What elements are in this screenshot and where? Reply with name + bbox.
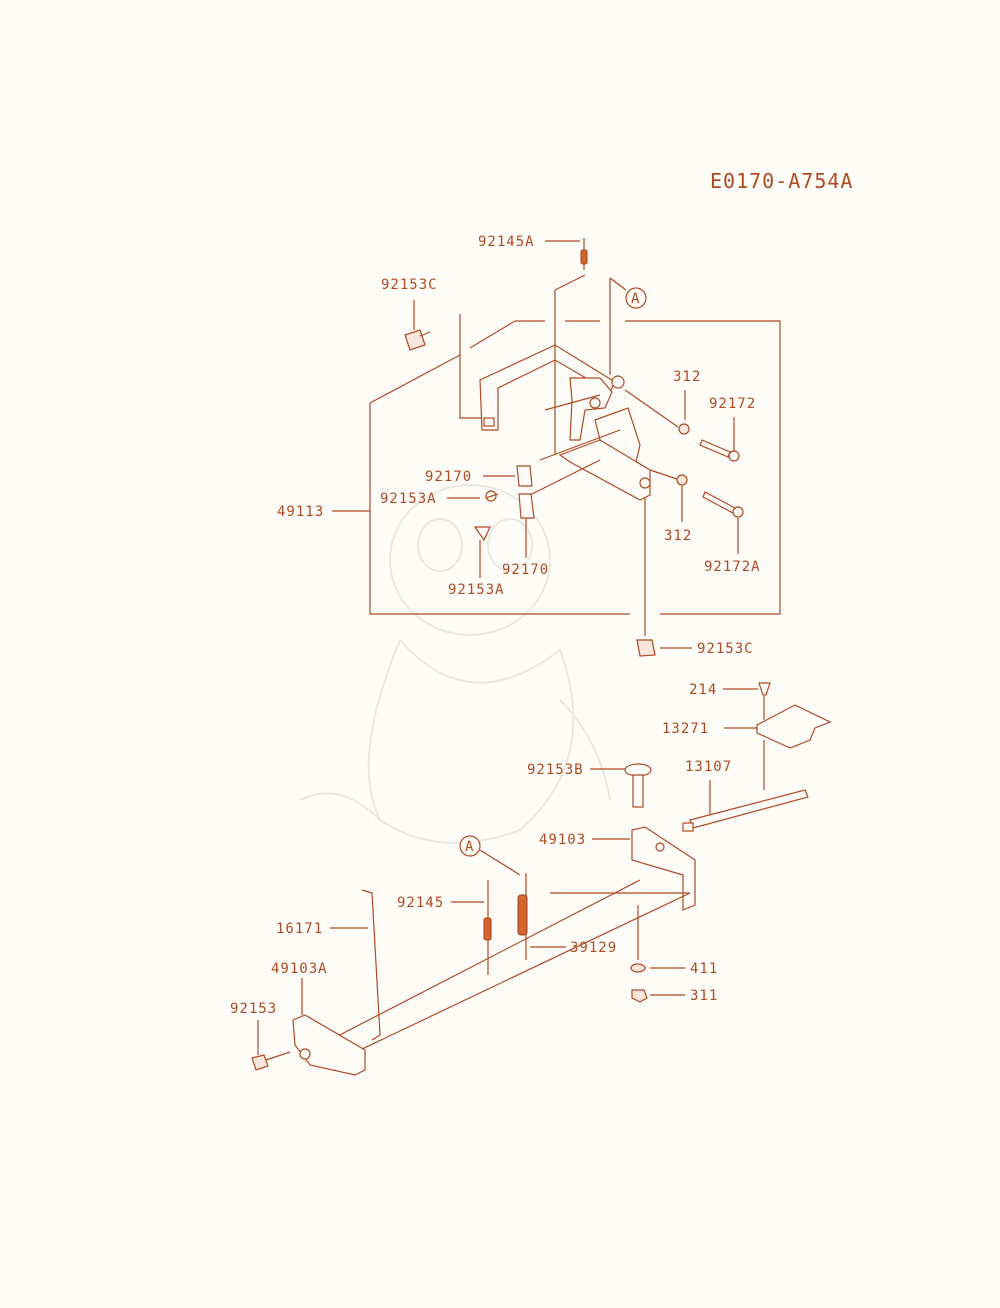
ref-marker-a: A (631, 291, 640, 307)
nut-312-lower (676, 474, 688, 486)
spring-coil-top (580, 249, 588, 265)
washer-411 (630, 963, 646, 973)
lever-pivot (611, 375, 625, 389)
label-13107: 13107 (685, 759, 732, 775)
nut-312-upper (678, 423, 690, 435)
lever-arm (544, 394, 601, 411)
label-411: 411 (690, 961, 718, 977)
shaft-end (682, 822, 694, 832)
label-92145: 92145 (397, 895, 444, 911)
spring-39129 (517, 894, 528, 936)
bolt-92153C-bottom (636, 639, 656, 657)
label-49103: 49103 (539, 832, 586, 848)
bolt-92153B-shank (632, 774, 644, 808)
bracket-hole (639, 477, 651, 489)
lower-group: 214 13271 13107 92153B 49103 A 921 (230, 682, 832, 1076)
bolt-shank (419, 331, 431, 337)
rod-16171 (361, 889, 381, 1041)
label-312-upper: 312 (673, 369, 701, 385)
bolt-214 (758, 682, 771, 696)
axis-312-lower (649, 469, 678, 480)
screw-92172 (699, 439, 731, 458)
label-49113: 49113 (277, 504, 324, 520)
leader-bolt-top-left (459, 314, 482, 419)
label-13271: 13271 (662, 721, 709, 737)
lever-arm-lower (539, 429, 621, 461)
screw-92172-head (728, 450, 740, 462)
label-92153A-lower: 92153A (448, 582, 505, 598)
label-311: 311 (690, 988, 718, 1004)
lever-hole (655, 842, 665, 852)
spring-92145 (483, 917, 492, 941)
label-92172A: 92172A (704, 559, 761, 575)
upper-group: 92145A A 92153C 312 92172 92170 92153A (277, 234, 781, 657)
lever-49103A (292, 1014, 366, 1076)
label-92170-upper: 92170 (425, 469, 472, 485)
clip-92170-upper (516, 465, 533, 487)
label-214: 214 (689, 682, 717, 698)
label-92170-lower: 92170 (502, 562, 549, 578)
lever-hole (589, 397, 601, 409)
label-16171: 16171 (276, 921, 323, 937)
bolt-92153A-lower (473, 526, 491, 542)
axis-312-upper (624, 389, 679, 428)
spring-hook-link (554, 274, 586, 291)
bolt-92153B-head (624, 763, 652, 777)
control-lever (569, 377, 613, 441)
plate-13271 (756, 704, 832, 749)
ref-marker-a-lower-circle (459, 835, 481, 857)
screw-92172A (702, 491, 736, 514)
lower-bracket (558, 439, 651, 501)
ref-marker-a-circle (625, 287, 647, 309)
ref-marker-a-lower: A (465, 839, 474, 855)
label-92153B: 92153B (527, 762, 584, 778)
assembly-bracket-diag2 (469, 320, 516, 349)
label-92172: 92172 (709, 396, 756, 412)
label-49103A: 49103A (271, 961, 328, 977)
shaft-13107 (689, 789, 809, 829)
screw-92172A-head (732, 506, 744, 518)
bolt-92153 (251, 1054, 269, 1071)
bolt-shank-mid (485, 493, 499, 499)
ref-line-a2 (609, 277, 627, 291)
label-312-lower: 312 (664, 528, 692, 544)
link-line-3 (329, 879, 641, 1041)
lever-49103A-hole (299, 1048, 311, 1060)
label-92153C-top: 92153C (381, 277, 438, 293)
link-line-2 (359, 892, 691, 1051)
link-line (519, 459, 601, 501)
bolt-92153C-top (404, 329, 426, 351)
label-92153C-bottom: 92153C (697, 641, 754, 657)
label-92153A-mid: 92153A (380, 491, 437, 507)
label-92145A: 92145A (478, 234, 535, 250)
watermark (299, 484, 611, 844)
bracket-slot (483, 417, 495, 427)
bolt-92153-shank (265, 1051, 291, 1061)
nut-311 (631, 989, 648, 1003)
label-39129: 39129 (570, 940, 617, 956)
assembly-bracket-line-right (625, 320, 781, 615)
assembly-bracket-diag (369, 354, 461, 404)
assembly-bracket-line (369, 403, 630, 615)
label-92153: 92153 (230, 1001, 277, 1017)
diagram-code: E0170-A754A (710, 169, 853, 193)
lever-49103 (631, 826, 696, 911)
ref-line-a-lower (479, 849, 521, 876)
clip-92170-lower (518, 493, 535, 519)
